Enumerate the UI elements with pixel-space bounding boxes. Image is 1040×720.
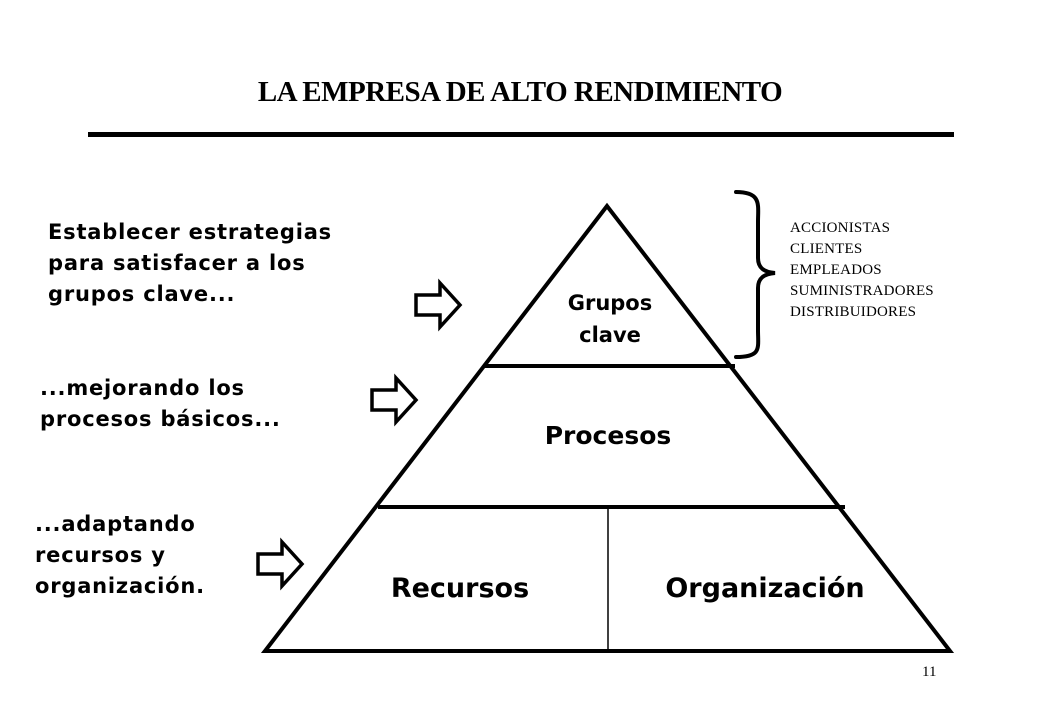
pyramid-label-procesos: Procesos	[544, 421, 672, 450]
slide-title: LA EMPRESA DE ALTO RENDIMIENTO	[257, 76, 783, 108]
arrow-right-icon	[256, 537, 305, 591]
pyramid-label-recursos: Recursos	[390, 573, 530, 604]
stakeholder-item: DISTRIBUIDORES	[790, 304, 917, 320]
statement-processes: ...mejorando los procesos básicos...	[40, 376, 281, 431]
page-number: 11	[922, 664, 937, 680]
stakeholder-item: CLIENTES	[790, 241, 863, 257]
pyramid-label-grupos-clave: Grupos clave	[567, 291, 653, 347]
pyramid-label-organizacion: Organización	[665, 573, 865, 604]
stakeholder-list: ACCIONISTAS CLIENTES EMPLEADOS SUMINISTR…	[790, 218, 934, 323]
statement-strategies: Establecer estrategias para satisfacer a…	[48, 220, 332, 306]
stakeholder-item: ACCIONISTAS	[790, 220, 891, 236]
statement-resources: ...adaptando recursos y organización.	[35, 512, 205, 598]
title-underline	[88, 132, 954, 137]
arrow-right-icon	[370, 373, 419, 427]
arrow-right-icon	[414, 278, 463, 332]
curly-brace-icon	[734, 190, 776, 359]
stakeholder-item: SUMINISTRADORES	[790, 283, 934, 299]
stakeholder-item: EMPLEADOS	[790, 262, 882, 278]
